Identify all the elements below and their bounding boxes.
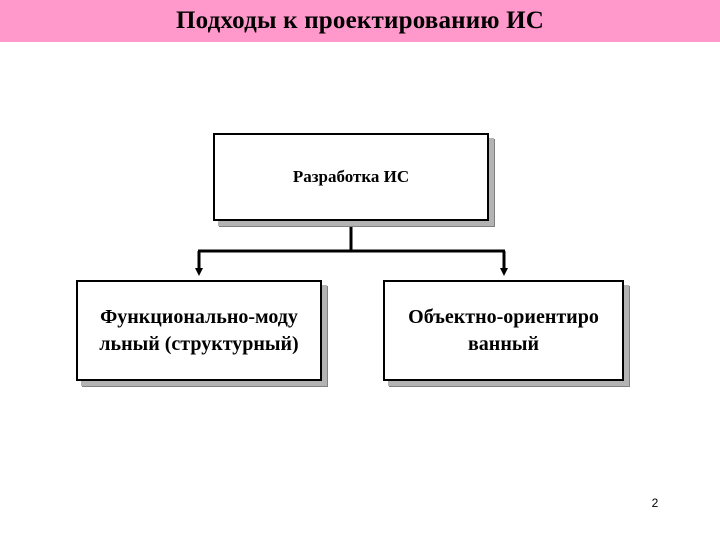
object-oriented-node-box: Объектно-ориентиро ванный xyxy=(383,280,624,381)
functional-modular-node-label: Функционально-моду льный (структурный) xyxy=(99,305,299,355)
root-node-box: Разработка ИС xyxy=(213,133,489,221)
title-bar: Подходы к проектированию ИС xyxy=(0,0,720,42)
object-oriented-node-label: Объектно-ориентиро ванный xyxy=(408,305,599,355)
page-number: 2 xyxy=(651,496,659,510)
root-node-label: Разработка ИС xyxy=(292,167,410,186)
slide-title: Подходы к проектированию ИС xyxy=(175,7,545,34)
functional-modular-node-box: Функционально-моду льный (структурный) xyxy=(76,280,322,381)
